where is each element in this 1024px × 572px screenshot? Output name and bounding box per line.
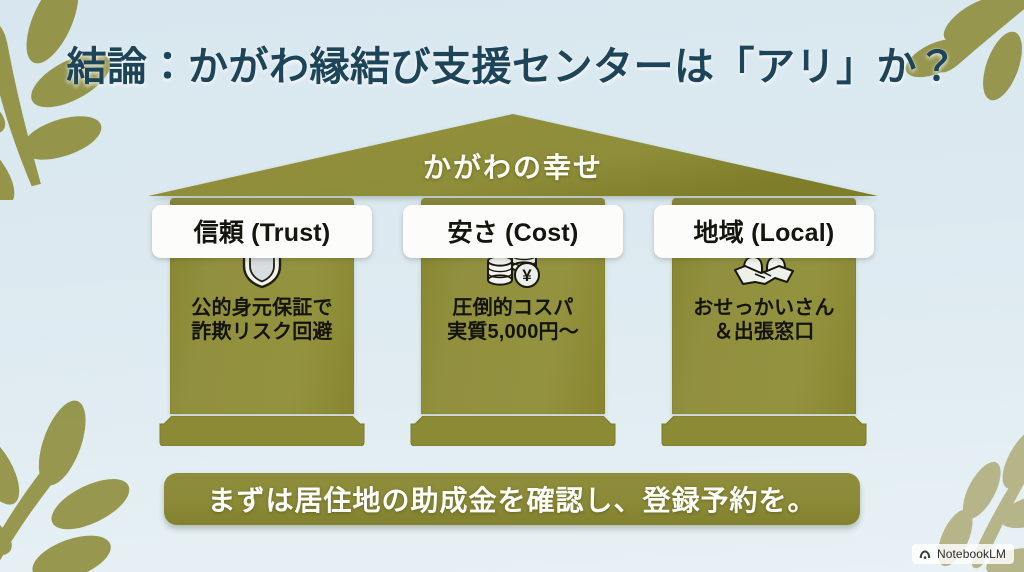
pillar-base — [410, 416, 616, 446]
temple-roof: かがわの幸せ — [148, 112, 878, 198]
leaf-branch-top-left-icon — [0, 0, 111, 200]
pillar-shaft — [672, 236, 856, 414]
pillar-heading-cost: 安さ (Cost) — [403, 205, 623, 258]
pillar-cost[interactable]: 安さ (Cost) — [403, 198, 623, 452]
pillar-local[interactable]: 地域 (Local) おせっかいさん ＆出張窓口 — [654, 198, 874, 452]
notebooklm-logo-icon — [919, 550, 931, 559]
temple-diagram: かがわの幸せ 信頼 (Trust) 公的身元保証で 詐欺リスク回避 — [148, 112, 878, 452]
pillar-heading-local: 地域 (Local) — [654, 205, 874, 258]
roof-pediment-icon — [148, 114, 878, 196]
cta-label: まずは居住地の助成金を確認し、登録予約を。 — [207, 485, 817, 516]
pillar-body-local: おせっかいさん ＆出張窓口 — [693, 297, 835, 344]
pillar-heading-trust: 信頼 (Trust) — [152, 205, 372, 258]
notebooklm-watermark: NotebookLM — [911, 544, 1014, 564]
roof-label: かがわの幸せ — [422, 152, 603, 183]
temple-pillars: 信頼 (Trust) 公的身元保証で 詐欺リスク回避 安さ (Cost) — [148, 198, 878, 452]
page-title: 結論：かがわ縁結び支援センターは「アリ」か？ — [66, 45, 958, 89]
pillar-content-trust: 公的身元保証で 詐欺リスク回避 — [156, 240, 368, 345]
pillar-base — [159, 416, 365, 446]
watermark-label: NotebookLM — [936, 547, 1006, 561]
pillar-trust[interactable]: 信頼 (Trust) 公的身元保証で 詐欺リスク回避 — [152, 198, 372, 452]
pillar-body-trust: 公的身元保証で 詐欺リスク回避 — [191, 297, 333, 344]
svg-text:¥: ¥ — [522, 266, 532, 285]
cta-banner[interactable]: まずは居住地の助成金を確認し、登録予約を。 — [164, 473, 860, 525]
pillar-body-cost: 圧倒的コスパ 実質5,000円〜 — [447, 297, 579, 344]
pillar-base — [661, 416, 867, 446]
